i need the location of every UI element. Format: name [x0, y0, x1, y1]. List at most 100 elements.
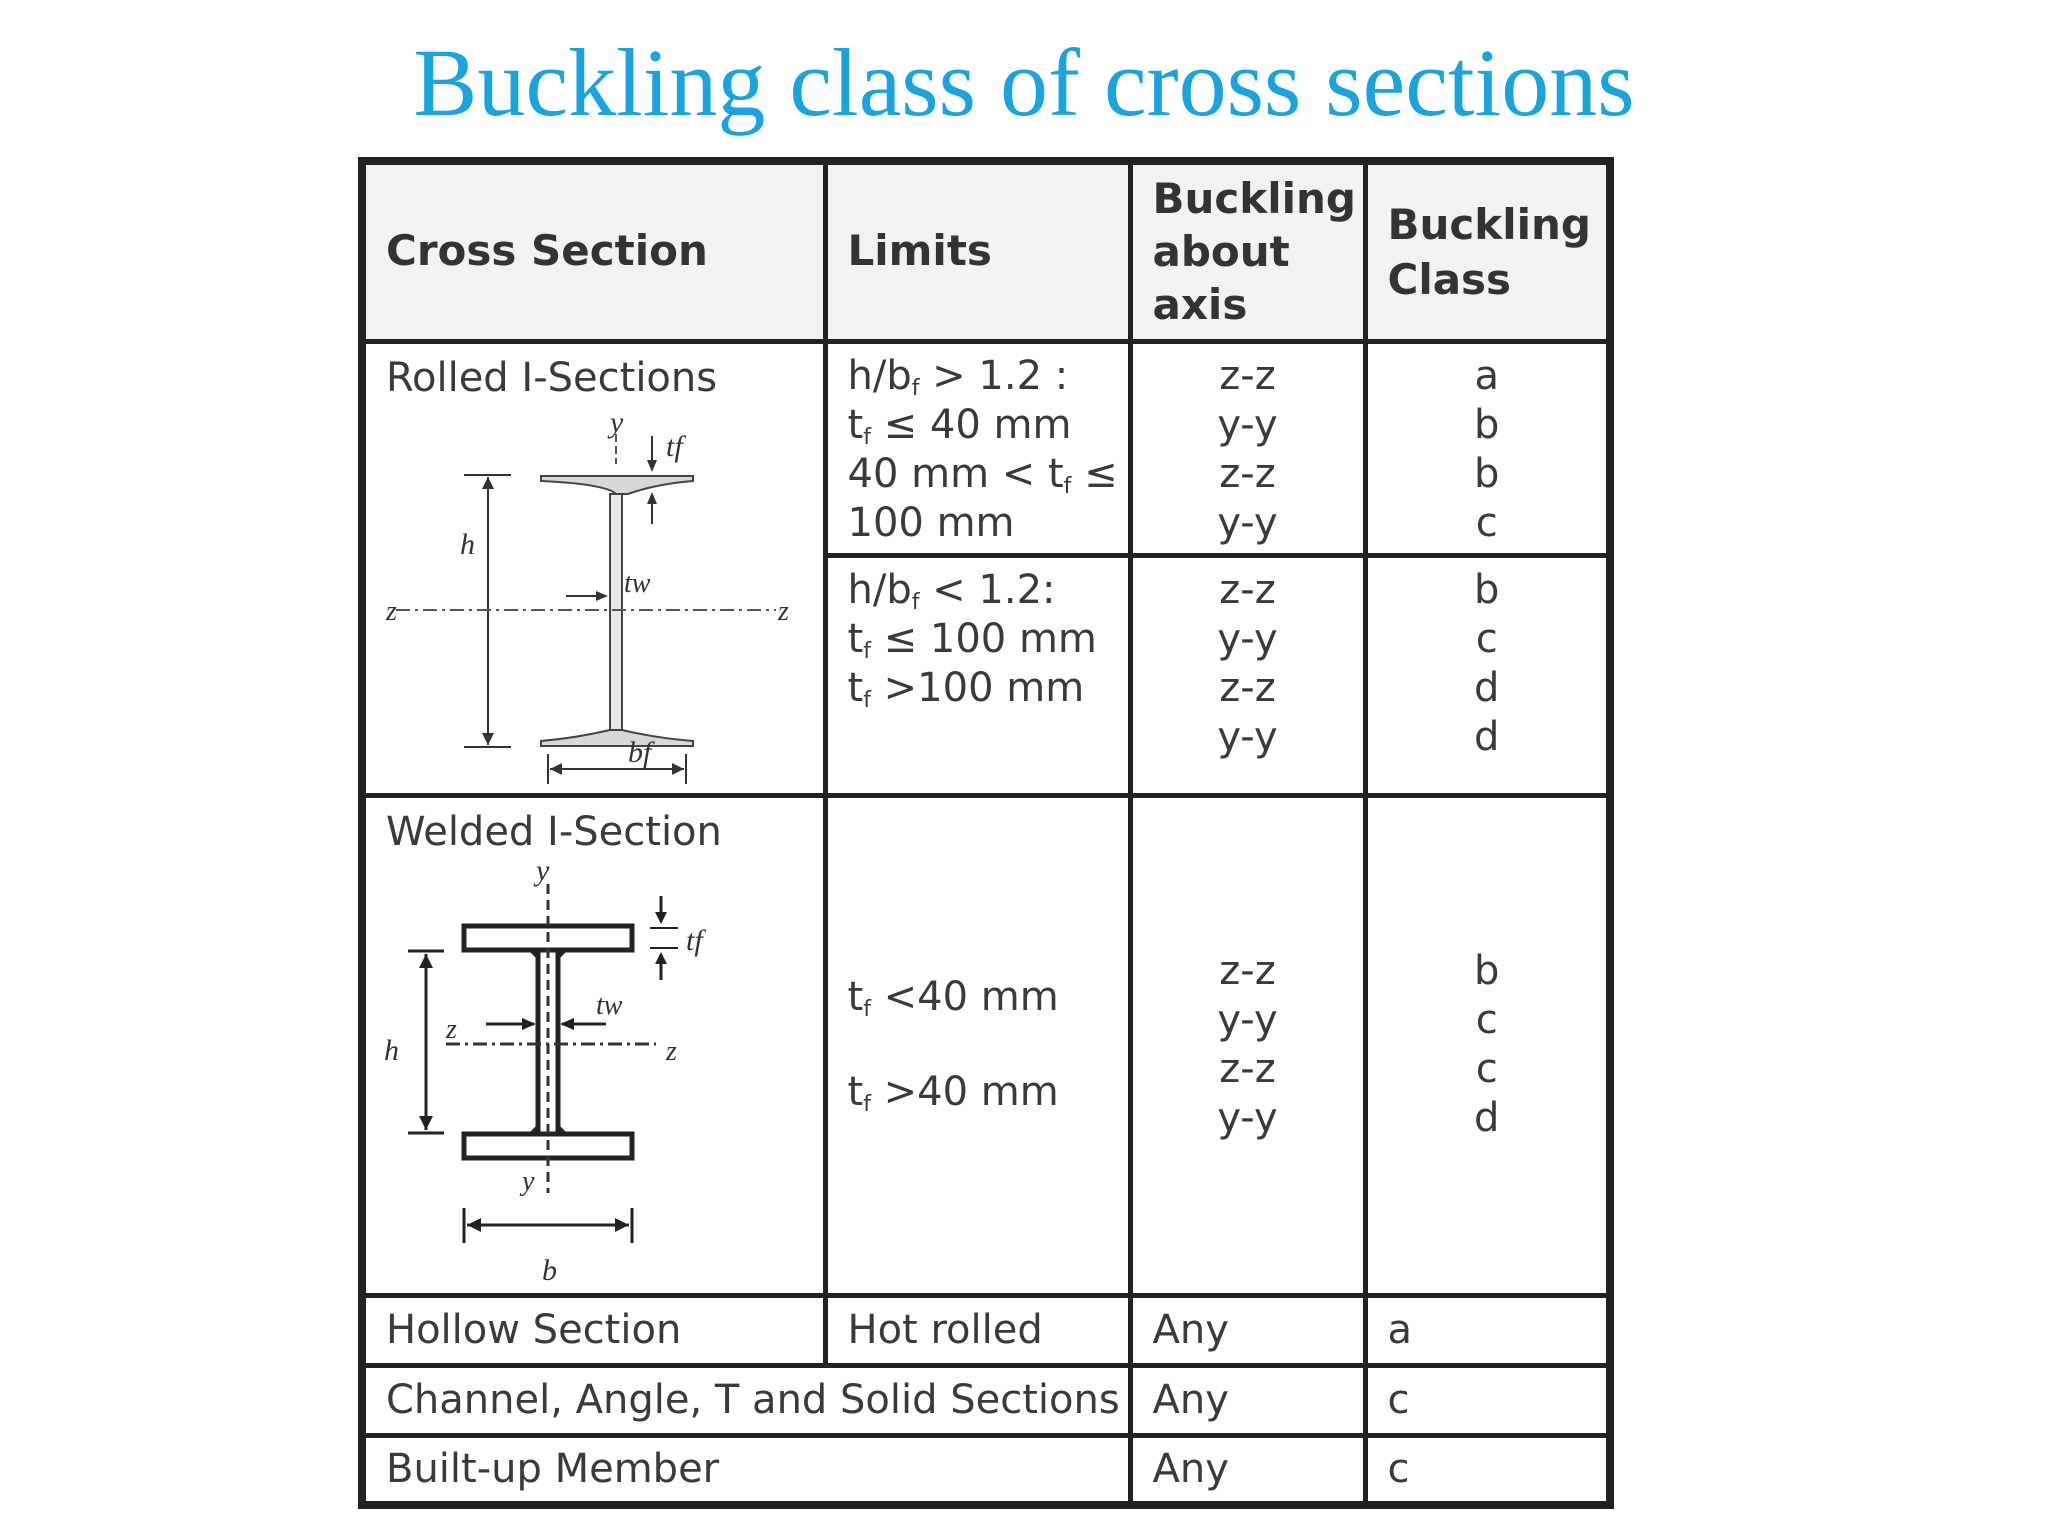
rolled-limits-1: h/bf > 1.2 : tf ≤ 40 mm 40 mm < tf ≤ 100… [822, 338, 1133, 558]
axis-value: z-z [1219, 664, 1276, 711]
class-value: d [1474, 713, 1500, 760]
rolled-classes-1: a b b c [1362, 338, 1613, 558]
class-value: d [1474, 1095, 1500, 1141]
rolled-label-z-right: z [777, 596, 789, 627]
rolled-limits-2: h/bf < 1.2: tf ≤ 100 mm tf >100 mm [822, 552, 1133, 798]
header-buckling-class: Buckling Class [1362, 158, 1613, 344]
welded-label-z-right: z [665, 1036, 677, 1067]
rolled-i-section-drawing: y tf h tw z z bf [385, 406, 789, 784]
builtup-section-name: Built-up Member [386, 1445, 720, 1492]
axis-value: y-y [1217, 1095, 1278, 1141]
welded-label-y-bottom: y [519, 1166, 535, 1197]
rolled-limit-1-4: 100 mm [847, 499, 1015, 546]
rolled-section-cell: Rolled I-Sections [359, 338, 828, 798]
channel-class-text: c [1387, 1376, 1410, 1423]
builtup-axis: Any [1127, 1432, 1368, 1508]
axis-value: y-y [1217, 997, 1278, 1043]
header-row: Cross Section Limits Buckling about axis… [359, 158, 1613, 344]
header-buckling-axis-line3: axis [1152, 280, 1248, 330]
hollow-section-cell: Hollow Section [359, 1292, 828, 1368]
hollow-class: a [1362, 1292, 1613, 1368]
rolled-label-tf: tf [666, 430, 686, 463]
builtup-section-cell: Built-up Member [359, 1432, 1133, 1508]
welded-label-tf: tf [686, 924, 706, 957]
channel-section-cell: Channel, Angle, T and Solid Sections [359, 1362, 1133, 1438]
page-title: Buckling class of cross sections [413, 29, 1635, 136]
header-buckling-class-line1: Buckling [1387, 199, 1592, 249]
rolled-limit-2-1: h/bf < 1.2: [847, 566, 1056, 615]
header-buckling-axis: Buckling about axis [1127, 158, 1368, 344]
builtup-axis-text: Any [1152, 1445, 1229, 1492]
class-value: b [1474, 401, 1500, 448]
axis-value: z-z [1219, 566, 1276, 613]
rolled-limit-2-2: tf ≤ 100 mm [847, 615, 1097, 664]
welded-row: Welded I-Section [359, 792, 1613, 1298]
rolled-limit-1-3: 40 mm < tf ≤ [847, 450, 1118, 499]
welded-limit-2: tf >40 mm [847, 1069, 1059, 1117]
class-value: c [1475, 615, 1498, 662]
rolled-label-y: y [607, 406, 624, 439]
rolled-classes-2: b c d d [1362, 552, 1613, 798]
rolled-label-z-left: z [385, 596, 397, 627]
welded-section-name: Welded I-Section [386, 808, 722, 855]
header-buckling-class-line2: Class [1387, 254, 1512, 304]
hollow-axis-text: Any [1152, 1306, 1229, 1353]
welded-label-y-top: y [533, 854, 550, 887]
axis-value: y-y [1217, 499, 1278, 546]
rolled-label-h: h [460, 528, 475, 561]
class-value: a [1474, 352, 1499, 399]
welded-label-b: b [542, 1254, 557, 1287]
hollow-limit-text: Hot rolled [847, 1306, 1043, 1353]
class-value: c [1475, 997, 1498, 1043]
buckling-table-container: Cross Section Limits Buckling about axis… [358, 157, 1614, 1509]
rolled-row-2: h/bf < 1.2: tf ≤ 100 mm tf >100 mm z-z y… [362, 552, 1613, 798]
rolled-axes-2: z-z y-y z-z y-y [1127, 552, 1368, 798]
axis-value: y-y [1217, 401, 1278, 448]
builtup-class: c [1362, 1432, 1613, 1508]
rolled-axes-1: z-z y-y z-z y-y [1127, 338, 1368, 558]
axis-value: y-y [1217, 713, 1278, 760]
buckling-class-table: Cross Section Limits Buckling about axis… [358, 157, 1614, 1509]
welded-label-h: h [384, 1034, 399, 1067]
hollow-axis: Any [1127, 1292, 1368, 1368]
welded-limit-1: tf <40 mm [847, 974, 1059, 1022]
class-value: b [1474, 948, 1500, 994]
rolled-limit-1-2: tf ≤ 40 mm [847, 401, 1072, 450]
welded-axes: z-z y-y z-z y-y [1127, 792, 1368, 1298]
axis-value: z-z [1219, 352, 1276, 399]
axis-value: z-z [1219, 450, 1276, 497]
hollow-row: Hollow Section Hot rolled Any a [359, 1292, 1613, 1368]
builtup-class-text: c [1387, 1445, 1410, 1492]
channel-section-name: Channel, Angle, T and Solid Sections [386, 1376, 1120, 1423]
hollow-class-text: a [1387, 1306, 1413, 1353]
axis-value: z-z [1219, 1046, 1276, 1092]
header-cross-section: Cross Section [359, 158, 828, 344]
channel-row: Channel, Angle, T and Solid Sections Any… [359, 1362, 1613, 1438]
axis-value: y-y [1217, 615, 1278, 662]
welded-label-z-left: z [445, 1014, 457, 1045]
header-limits: Limits [822, 158, 1133, 344]
header-buckling-axis-line2: about [1152, 227, 1290, 277]
channel-axis-text: Any [1152, 1376, 1229, 1423]
rolled-label-tw: tw [624, 568, 651, 599]
header-buckling-axis-line1: Buckling [1152, 174, 1357, 224]
rolled-limit-2-3: tf >100 mm [847, 664, 1085, 713]
hollow-section-name: Hollow Section [386, 1306, 682, 1353]
welded-limits: tf <40 mm tf >40 mm [822, 792, 1133, 1298]
class-value: d [1474, 664, 1500, 711]
class-value: c [1475, 1046, 1498, 1092]
welded-classes: b c c d [1362, 792, 1613, 1298]
rolled-label-bf: bf [628, 736, 655, 769]
builtup-row: Built-up Member Any c [359, 1432, 1613, 1508]
class-value: b [1474, 566, 1500, 613]
class-value: c [1475, 499, 1498, 546]
welded-label-tw: tw [596, 990, 623, 1021]
channel-axis: Any [1127, 1362, 1368, 1438]
rolled-limit-1-1: h/bf > 1.2 : [847, 352, 1069, 401]
channel-class: c [1362, 1362, 1613, 1438]
hollow-limits: Hot rolled [822, 1292, 1133, 1368]
welded-i-section-drawing: y tf h tw z z y b [384, 854, 706, 1287]
class-value: b [1474, 450, 1500, 497]
welded-section-cell: Welded I-Section [359, 792, 828, 1298]
rolled-section-name: Rolled I-Sections [386, 354, 718, 401]
